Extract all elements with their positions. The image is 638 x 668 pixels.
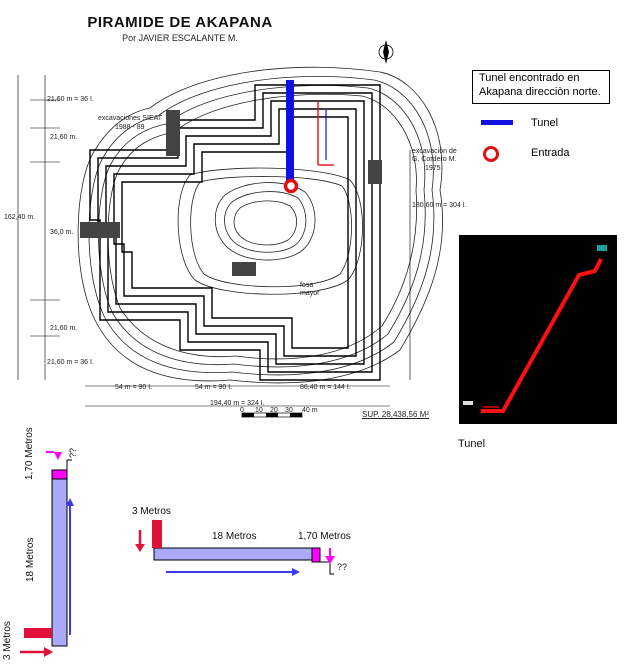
dim-left-6: 21,60 m = 36 I. — [47, 359, 94, 366]
siat-excavation-years: 1988 - 89 — [115, 124, 145, 131]
siat-excavation-label: excavaciones SIEAT — [98, 115, 163, 122]
vertical-bottom-label: 3 Metros — [2, 621, 13, 660]
legend-entrance-swatch — [483, 146, 499, 162]
horizontal-right-label: 1,70 Metros — [298, 531, 351, 542]
tunnel-photo — [459, 235, 617, 424]
dim-left-3: 162,40 m. — [4, 214, 36, 221]
hatched-excavations — [80, 110, 382, 276]
vertical-middle-label: 18 Metros — [25, 537, 36, 582]
horizontal-unknown-label: ?? — [337, 562, 348, 572]
dim-right: 180,60 m = 304 I. — [412, 202, 467, 209]
legend-tunnel-label: Tunel — [531, 117, 559, 129]
cordero-excavation-name: G. Cordero M. — [412, 156, 457, 163]
dim-bottom-2: 54 m = 90 I. — [195, 384, 233, 391]
surface-area-label: SUP. 28,438,56 M² — [362, 410, 430, 419]
pyramid-site-plan — [17, 40, 443, 418]
scale-tick-40: 40 m — [302, 407, 318, 414]
vertical-tunnel-diagram — [20, 451, 74, 657]
dim-left-2: 21,60 m. — [50, 134, 78, 141]
north-arrow — [378, 40, 394, 64]
dim-bottom-3: 86,40 m = 144 I. — [300, 384, 351, 391]
page-subtitle: Por JAVIER ESCALANTE M. — [122, 33, 238, 43]
dim-bottom-total: 194,40 m = 324 I. — [210, 400, 265, 407]
vertical-unknown-label: ?? — [68, 447, 78, 458]
horizontal-middle-label: 18 Metros — [212, 531, 257, 542]
legend-entrance-label: Entrada — [531, 147, 570, 159]
dim-left-4: 36,0 m. — [50, 229, 74, 236]
sunken-area-label: fosa — [300, 282, 314, 289]
page-title: PIRAMIDE DE AKAPANA — [87, 14, 273, 31]
cordero-excavation-year: 1975 — [425, 165, 441, 172]
sunken-area-label-2: mayor — [300, 290, 320, 297]
legend-title-line2: Akapana direcciòn norte. — [479, 86, 601, 98]
dim-left-1: 21,60 m = 36 I. — [47, 96, 94, 103]
scale-tick-10: 10 — [255, 407, 263, 414]
cordero-excavation-label: excavación de — [412, 148, 457, 155]
legend-tunnel-swatch — [481, 120, 513, 125]
tunnel-photo-caption: Tunel — [458, 438, 486, 450]
horizontal-tunnel-diagram — [135, 520, 335, 576]
scale-tick-0: 0 — [240, 407, 244, 414]
entrance-marker — [283, 178, 299, 194]
legend-box — [472, 70, 610, 104]
scale-tick-30: 30 — [285, 407, 293, 414]
dim-bottom-1: 54 m = 90 I. — [115, 384, 153, 391]
terrace-walls — [89, 84, 381, 381]
scale-tick-20: 20 — [270, 407, 278, 414]
horizontal-left-label: 3 Metros — [132, 506, 171, 517]
dim-left-5: 21,60 m. — [50, 325, 78, 332]
small-tunnel-sketch — [317, 102, 334, 166]
scale-bar — [241, 412, 303, 418]
vertical-top-label: 1,70 Metros — [24, 427, 35, 480]
dimension-lines — [17, 75, 411, 407]
tunnel-render — [463, 245, 607, 413]
legend-title-line1: Tunel encontrado en — [479, 72, 580, 84]
